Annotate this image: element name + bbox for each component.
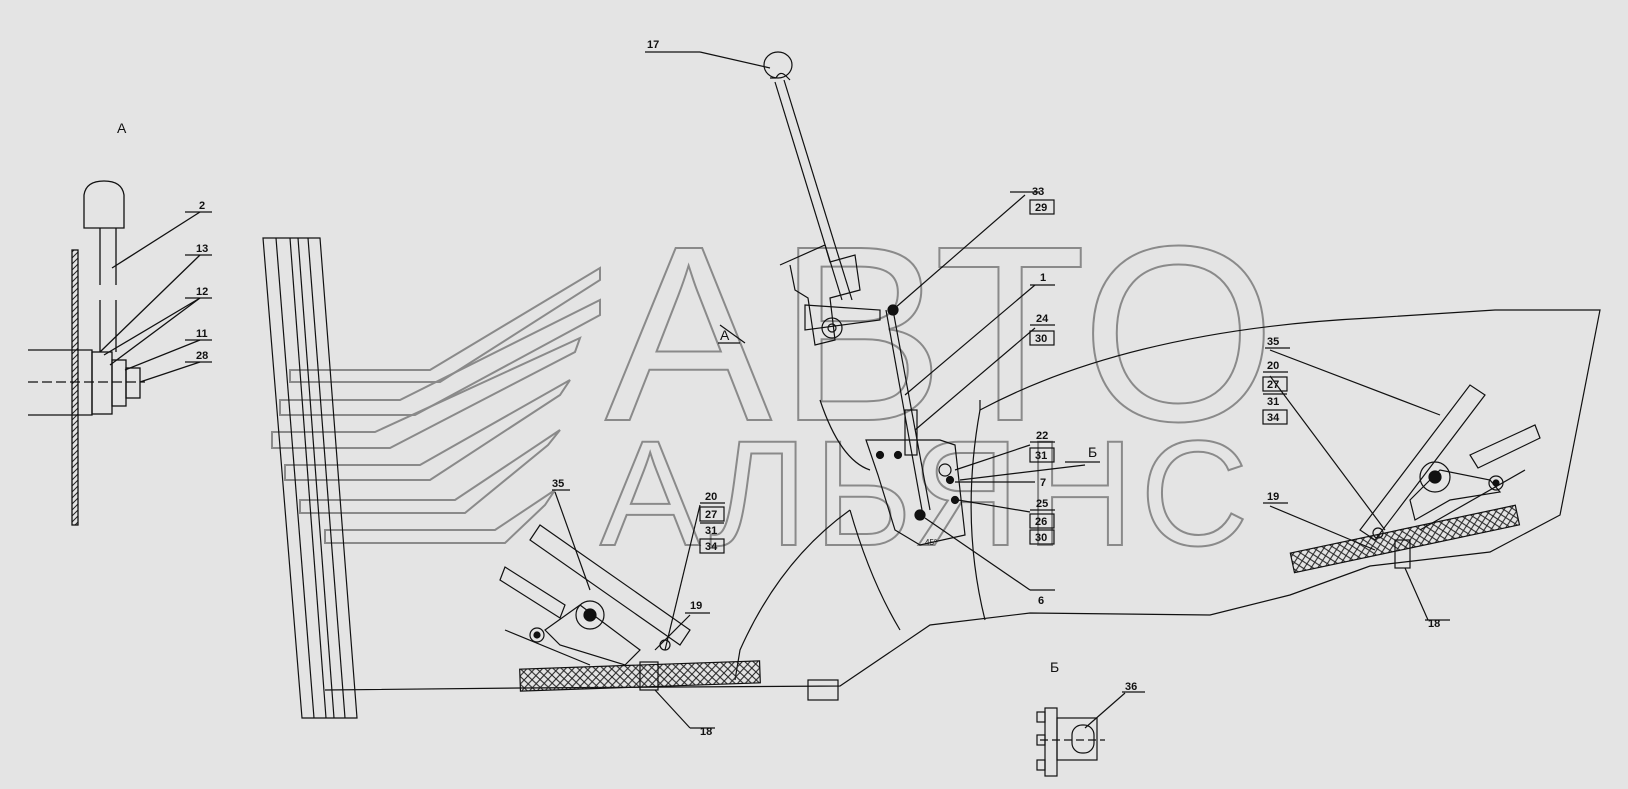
label-right-19: 19 bbox=[1267, 491, 1279, 503]
label-left-18: 18 bbox=[700, 726, 712, 738]
view-b-marker: Б bbox=[1088, 444, 1097, 460]
label-a-13: 13 bbox=[196, 243, 208, 255]
label-30b: 30 bbox=[1035, 532, 1047, 544]
watermark-line-1: АВТО bbox=[605, 194, 1282, 473]
watermark: АВТО АЛЬЯНС bbox=[271, 193, 1282, 578]
label-30: 30 bbox=[1035, 333, 1047, 345]
label-right-31: 31 bbox=[1267, 396, 1279, 408]
label-22: 22 bbox=[1036, 430, 1048, 442]
shift-rod: 45° bbox=[865, 409, 966, 547]
view-a-title: А bbox=[117, 120, 127, 136]
label-a-11: 11 bbox=[196, 328, 208, 340]
label-36: 36 bbox=[1125, 681, 1137, 693]
label-17: 17 bbox=[647, 39, 659, 51]
vertical-panel bbox=[262, 237, 358, 719]
label-a-28: 28 bbox=[196, 350, 208, 362]
detail-a-knob bbox=[83, 180, 125, 229]
left-pedal-assembly: 35 20 27 31 34 19 18 bbox=[499, 478, 839, 738]
label-25: 25 bbox=[1036, 498, 1048, 510]
watermark-line-2: АЛЬЯНС bbox=[600, 409, 1254, 577]
gear-lever: 17 bbox=[645, 39, 853, 301]
detail-a-wall bbox=[71, 249, 79, 526]
label-right-34: 34 bbox=[1267, 412, 1280, 424]
label-right-20: 20 bbox=[1267, 360, 1279, 372]
label-31: 31 bbox=[1035, 450, 1047, 462]
label-right-35: 35 bbox=[1267, 336, 1279, 348]
watermark-wing-logo bbox=[271, 266, 601, 544]
floor-line bbox=[324, 309, 1601, 691]
label-7: 7 bbox=[1040, 477, 1046, 489]
right-floor-mat bbox=[1289, 504, 1521, 574]
label-26: 26 bbox=[1035, 516, 1047, 528]
central-callouts: 33 29 1 24 30 22 31 7 25 26 30 bbox=[894, 186, 1055, 607]
lever-knob bbox=[763, 51, 793, 79]
main-assembly: 17 45° А Б bbox=[262, 39, 1601, 777]
label-left-34: 34 bbox=[705, 541, 718, 553]
view-b-title: Б bbox=[1050, 659, 1059, 675]
label-24: 24 bbox=[1036, 313, 1049, 325]
label-left-35: 35 bbox=[552, 478, 564, 490]
label-6: 6 bbox=[1038, 595, 1044, 607]
label-left-19: 19 bbox=[690, 600, 702, 612]
label-1: 1 bbox=[1040, 272, 1046, 284]
label-33: 33 bbox=[1032, 186, 1044, 198]
label-right-27: 27 bbox=[1267, 379, 1279, 391]
label-left-31: 31 bbox=[705, 525, 717, 537]
view-a-marker: А bbox=[720, 327, 730, 343]
detail-view-b: Б 36 bbox=[1036, 659, 1145, 777]
angle-mark: 45° bbox=[925, 538, 937, 547]
label-a-2: 2 bbox=[199, 200, 205, 212]
label-right-18: 18 bbox=[1428, 618, 1440, 630]
detail-view-a: А 2 13 12 11 28 bbox=[28, 120, 212, 526]
right-pedal-assembly: 35 20 27 31 34 19 18 bbox=[1262, 336, 1541, 630]
label-a-12: 12 bbox=[196, 286, 208, 298]
label-left-27: 27 bbox=[705, 509, 717, 521]
label-left-20: 20 bbox=[705, 491, 717, 503]
label-29: 29 bbox=[1035, 202, 1047, 214]
